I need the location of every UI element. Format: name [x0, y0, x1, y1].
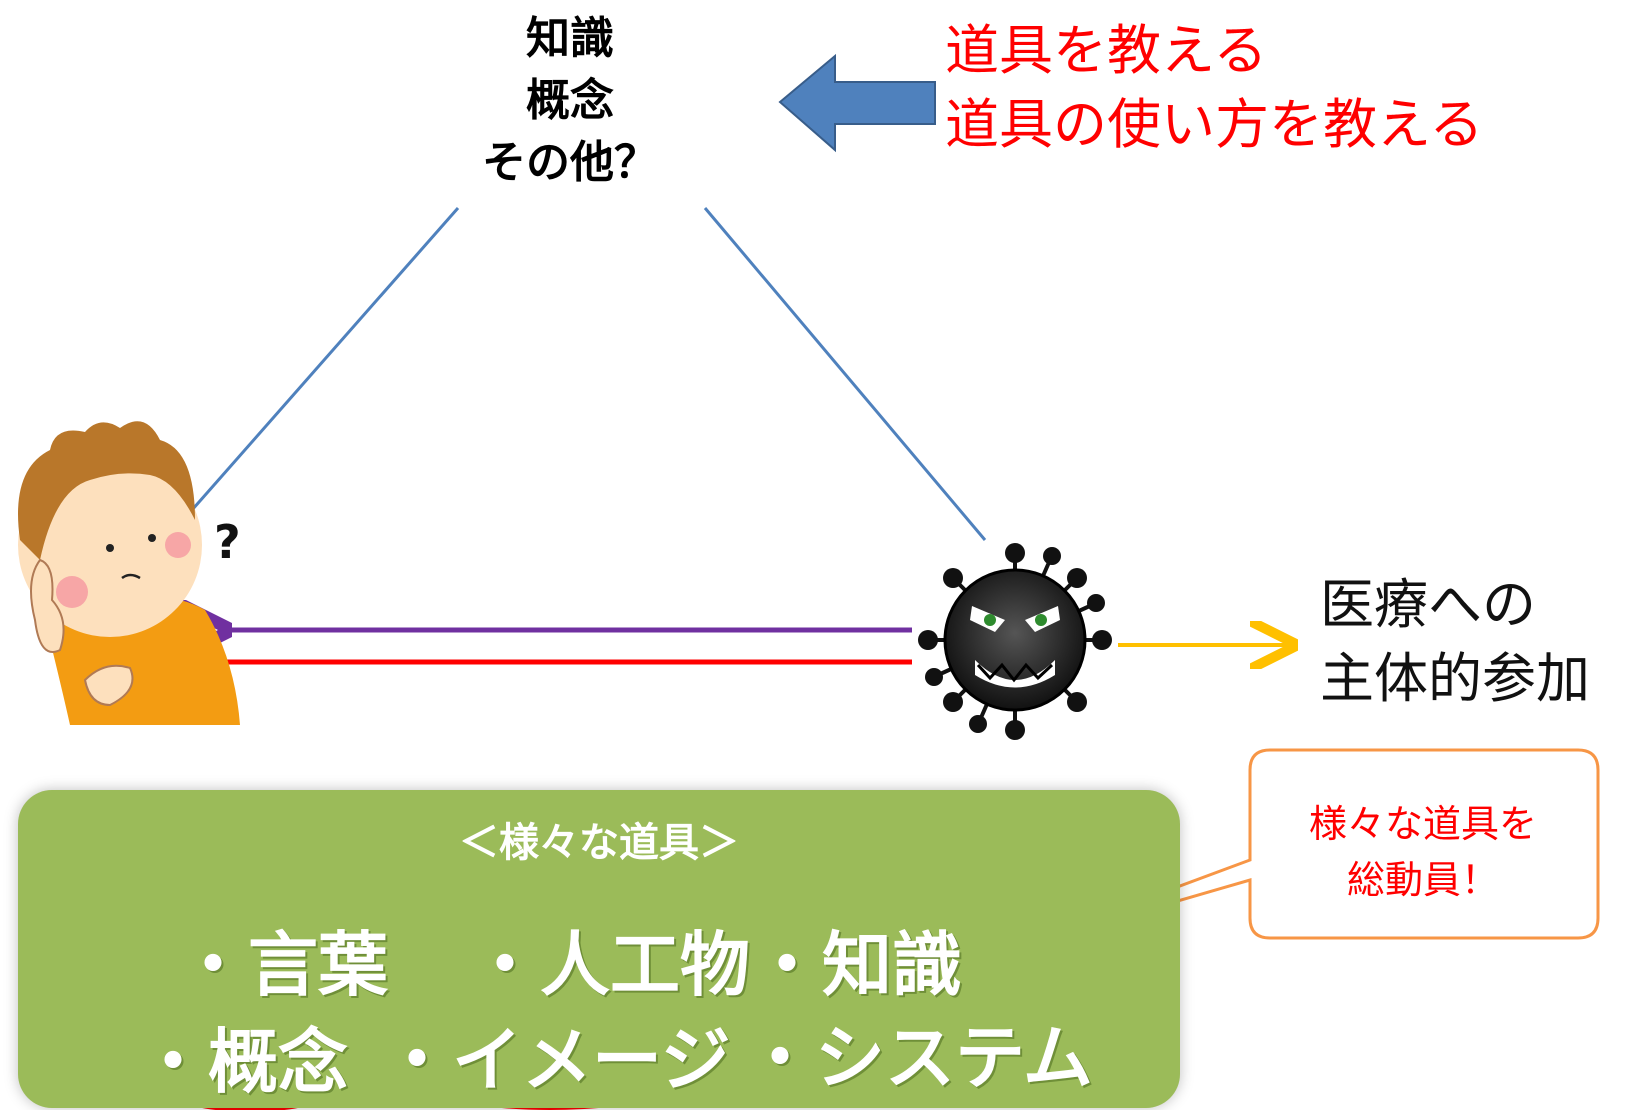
apex-line-knowledge: 知識: [526, 13, 614, 64]
teaching-line-usage: 道具の使い方を教える: [945, 93, 1484, 156]
tools-heading: ＜様々な道具＞: [459, 820, 739, 866]
callout-line-2: 総動員！: [1346, 858, 1499, 902]
tool-image: ・イメージ: [382, 1019, 731, 1101]
outcome-label: 医療への 主体的参加: [1320, 568, 1590, 716]
teaching-arrow: [778, 53, 936, 153]
callout-line-1: 様々な道具を: [1308, 802, 1537, 846]
teaching-label: 道具を教える 道具の使い方を教える: [945, 14, 1483, 162]
tools-panel: [18, 790, 1180, 1108]
teaching-line-tools: 道具を教える: [945, 19, 1268, 82]
tool-jinkoubutsu: ・人工物: [470, 924, 750, 1006]
child-illustration: [18, 421, 240, 725]
apex-line-concept: 概念: [526, 75, 614, 126]
apex-label: 知識 概念 その他？: [450, 8, 690, 194]
tool-gainen: ・概念: [138, 1021, 348, 1103]
callout-text: 様々な道具を 総動員！: [1248, 796, 1598, 908]
tool-system: ・システム: [745, 1017, 1093, 1099]
virus-illustration: [918, 543, 1112, 740]
child-question-mark: ?: [214, 515, 241, 569]
outcome-line-2: 主体的参加: [1320, 647, 1590, 710]
apex-line-other: その他？: [482, 137, 658, 188]
tool-kotoba: ・言葉: [178, 924, 388, 1006]
outcome-line-1: 医療への: [1320, 573, 1536, 636]
triangle-edge-right: [703, 207, 987, 541]
triangle-edge-left: [190, 207, 460, 511]
tool-chishiki: ・知識: [752, 924, 962, 1006]
